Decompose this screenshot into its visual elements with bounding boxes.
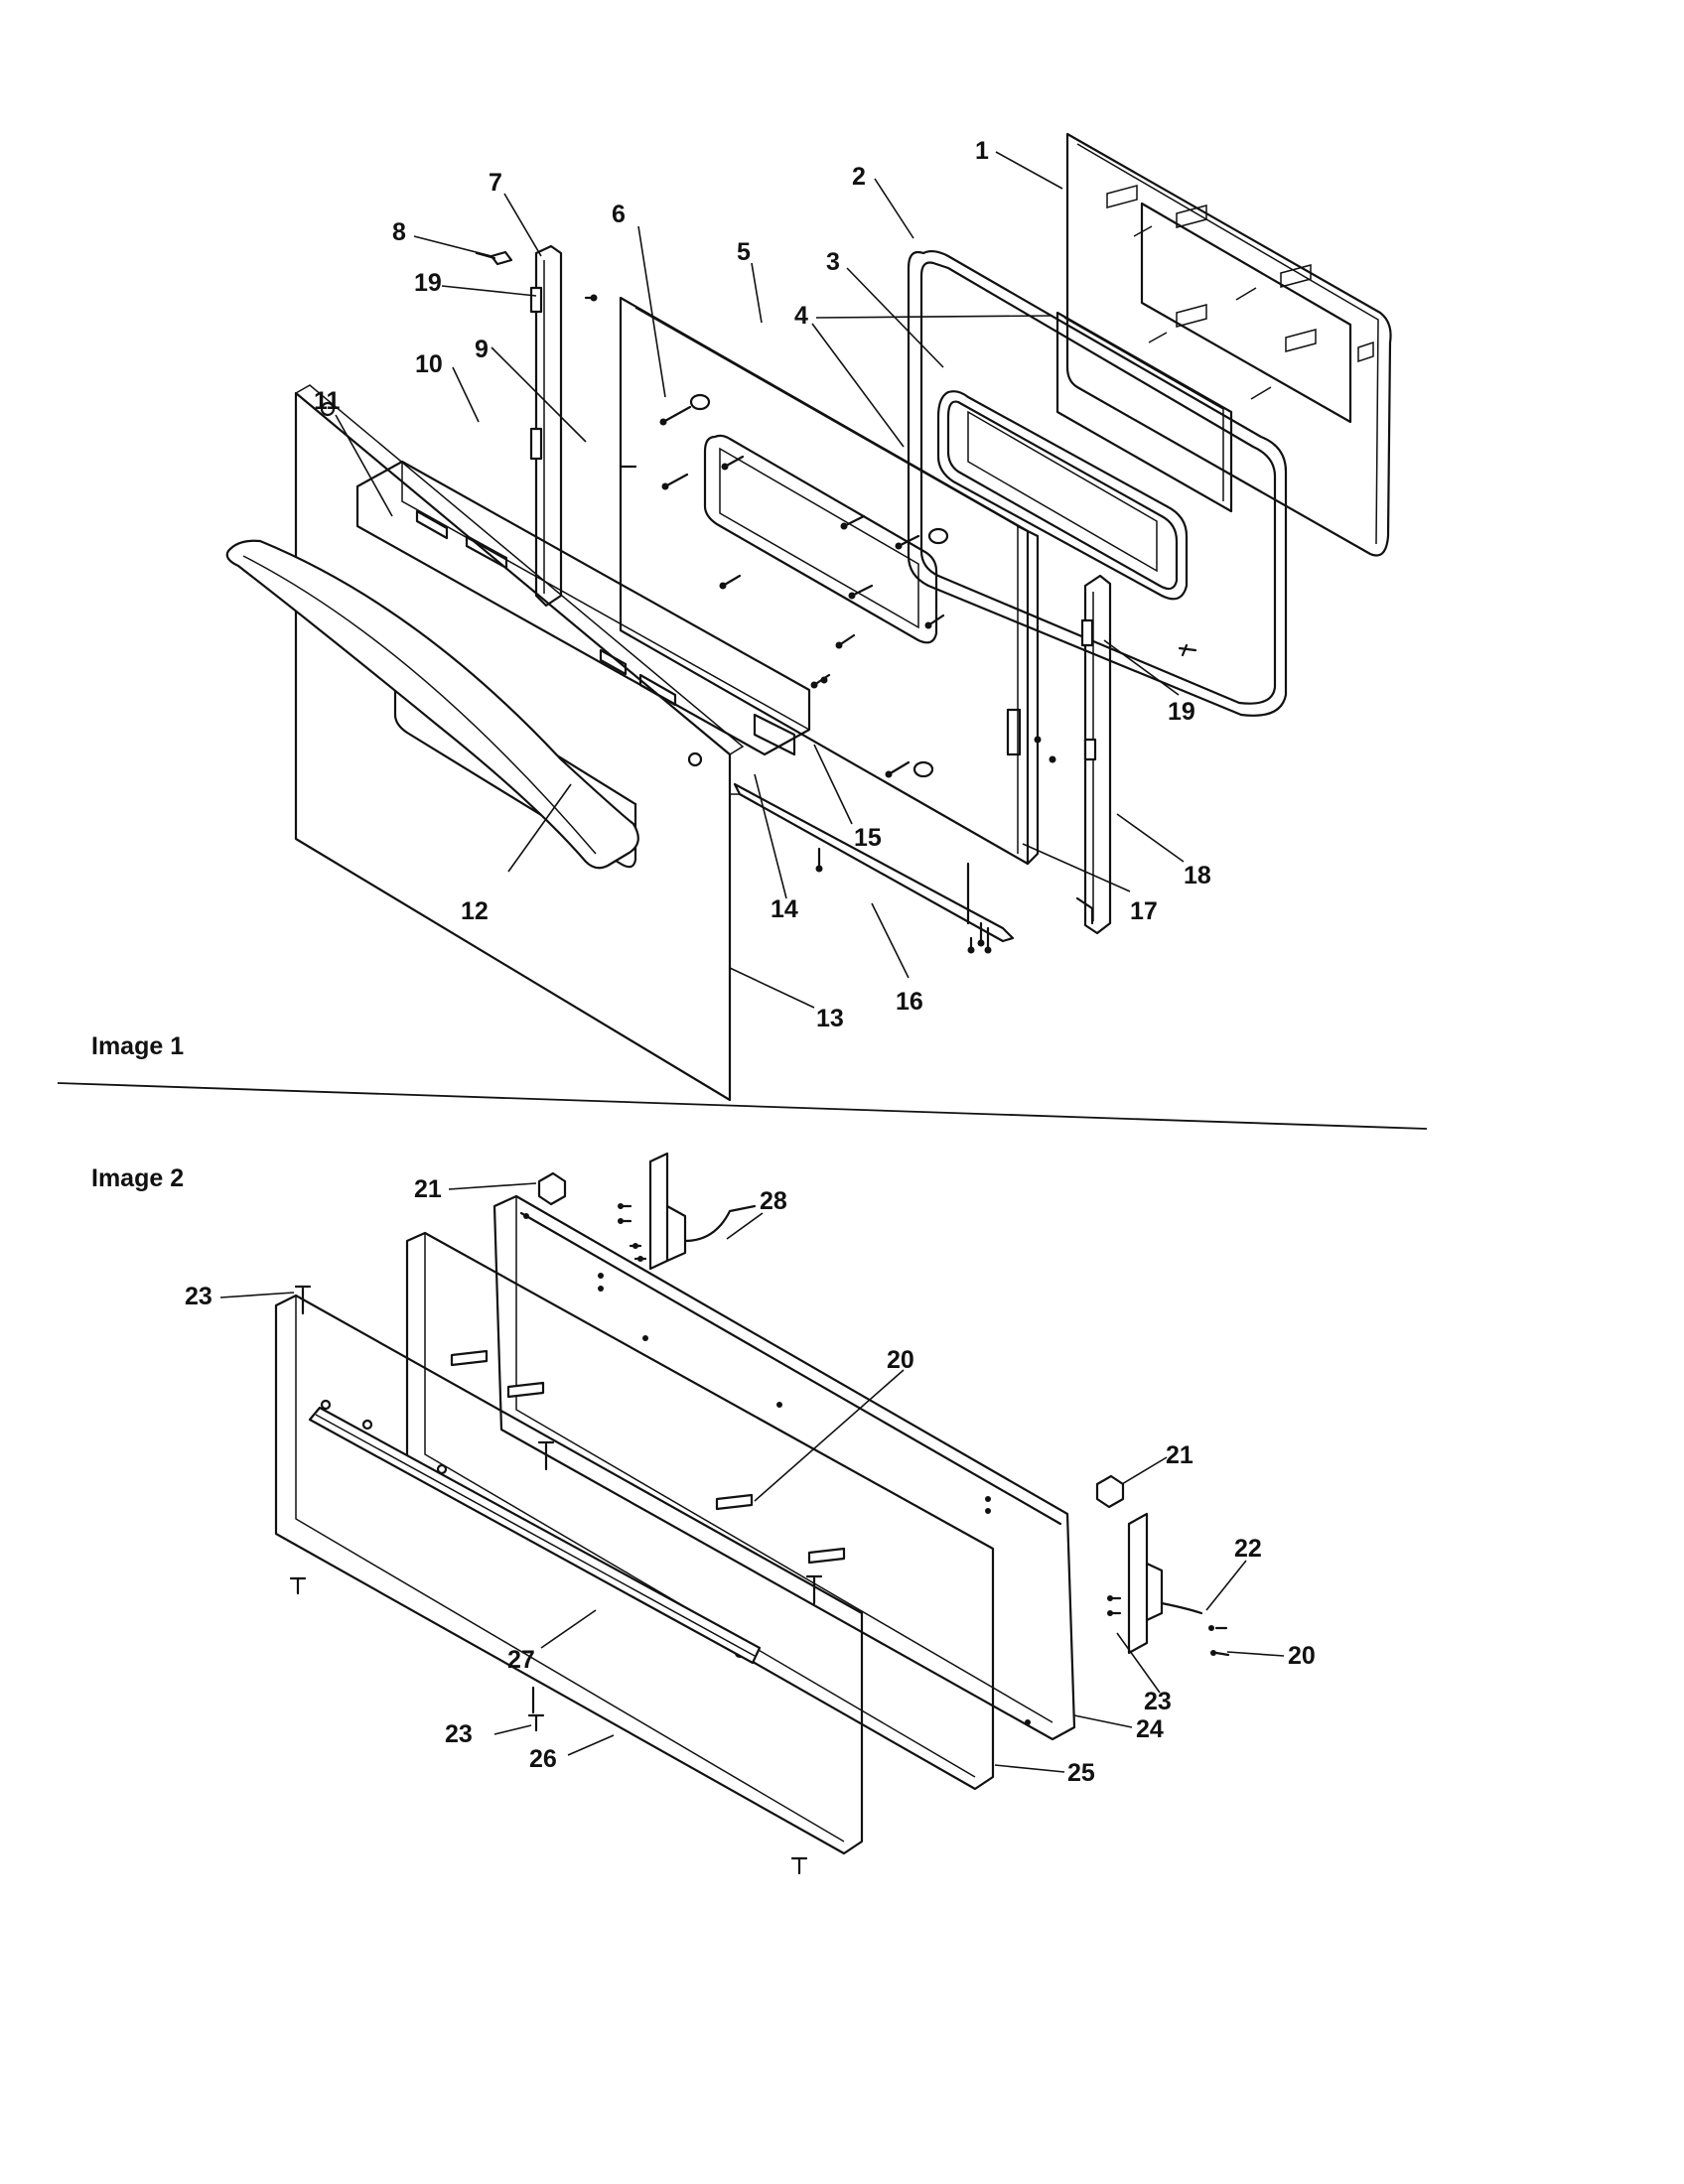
callout-22: 22	[1234, 1535, 1262, 1563]
callout-7: 7	[489, 169, 502, 197]
callout-23-left: 23	[185, 1283, 212, 1310]
callout-10: 10	[415, 350, 443, 378]
callout-20-center: 20	[887, 1346, 914, 1374]
callout-15: 15	[854, 824, 882, 852]
door-gasket	[907, 249, 1288, 717]
callout-20-right: 20	[1288, 1642, 1316, 1670]
liner-screws	[659, 393, 949, 778]
right-door-channel	[1075, 574, 1112, 935]
callout-3: 3	[826, 248, 840, 276]
right-slide-bracket	[1095, 1474, 1230, 1657]
callout-26: 26	[529, 1745, 557, 1773]
callout-23-right: 23	[1144, 1688, 1172, 1715]
callout-8: 8	[392, 218, 406, 246]
drawer-handle-trim	[308, 1406, 762, 1665]
callout-23-bottom: 23	[445, 1720, 473, 1748]
drawer-front	[274, 1294, 864, 1855]
callout-28: 28	[760, 1187, 787, 1215]
image-1-oven-door: 1 2 3 4 5 6 7 8 9 10 11 12 13 14 15 16 1…	[225, 132, 1392, 1102]
callout-4: 4	[794, 302, 808, 330]
callout-5: 5	[737, 238, 751, 266]
image-2-caption: Image 2	[91, 1164, 184, 1192]
callout-12: 12	[461, 897, 489, 925]
callout-17: 17	[1130, 897, 1158, 925]
left-door-channel	[529, 244, 563, 608]
callout-18: 18	[1184, 862, 1211, 889]
window-glass	[1055, 311, 1233, 513]
callout-14: 14	[771, 895, 798, 923]
left-slide-bracket	[537, 1152, 757, 1271]
callout-1: 1	[975, 137, 989, 165]
window-pack	[936, 390, 1189, 601]
door-back-panel	[1065, 132, 1392, 557]
callout-9: 9	[475, 336, 489, 363]
image-2-callouts: 21 28 23 20 21 22 20 23 27 24 25 23 26	[185, 1175, 1316, 1787]
image-separator	[57, 1082, 1428, 1130]
drawer-fasteners	[289, 1285, 846, 1875]
image-1-caption: Image 1	[91, 1032, 184, 1060]
drawer-back-frame	[492, 1194, 1076, 1741]
image-2-drawer: 21 28 23 20 21 22 20 23 27 24 25 23 26	[185, 1152, 1316, 1875]
callout-2: 2	[852, 163, 866, 191]
callout-24: 24	[1136, 1715, 1164, 1743]
callout-19-right: 19	[1168, 698, 1195, 726]
callout-19-left: 19	[414, 269, 442, 297]
callout-21-right: 21	[1166, 1441, 1193, 1469]
callout-11: 11	[314, 387, 341, 415]
door-handle	[225, 539, 639, 870]
inner-door-liner	[619, 296, 1040, 866]
callout-21-top: 21	[414, 1175, 442, 1203]
callout-27: 27	[507, 1646, 535, 1674]
callout-13: 13	[816, 1005, 844, 1032]
bottom-trim-strip	[730, 782, 1015, 954]
callout-6: 6	[612, 201, 626, 228]
image-1-callouts: 1 2 3 4 5 6 7 8 9 10 11 12 13 14 15 16 1…	[314, 137, 1211, 1032]
callout-16: 16	[896, 988, 923, 1016]
channel-hardware	[475, 250, 1197, 763]
callout-25: 25	[1067, 1759, 1095, 1787]
